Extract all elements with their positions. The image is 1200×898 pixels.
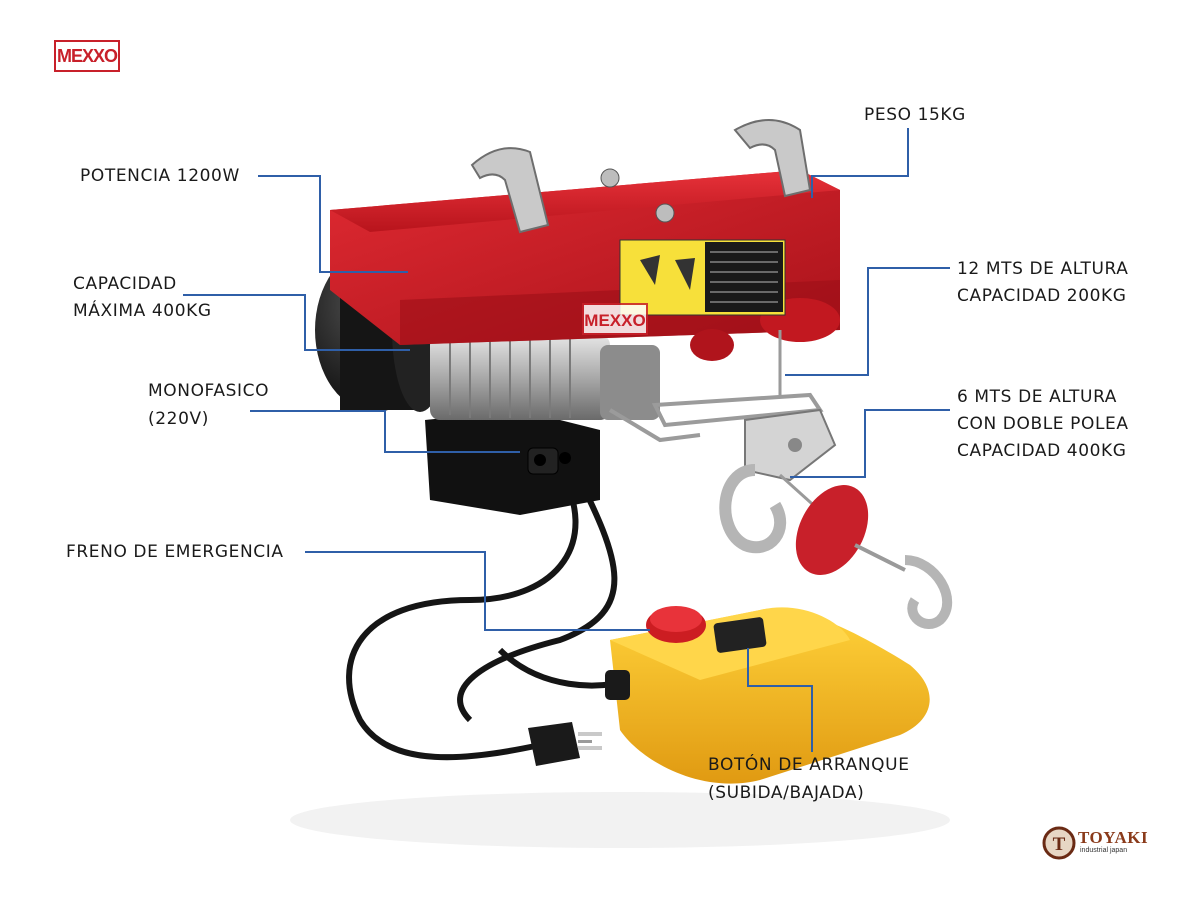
toyaki-logo: T TOYAKI industrial japan — [1042, 826, 1152, 860]
leader-freno — [305, 551, 650, 631]
power-cord — [346, 468, 631, 766]
watermark-logo-text: MEXXO — [584, 311, 645, 330]
watermark-logo — [582, 303, 648, 335]
label-altura12-line2: CAPACIDAD 200KG — [957, 286, 1127, 306]
main-hook — [719, 464, 787, 554]
leader-altura6 — [790, 409, 950, 478]
secondary-hook — [904, 555, 953, 629]
label-monofasico-line1: MONOFASICO — [148, 381, 270, 401]
leader-potencia — [258, 175, 408, 273]
motor — [430, 335, 660, 420]
leader-capacidad — [183, 294, 410, 351]
label-boton-line1: BOTÓN DE ARRANQUE — [708, 755, 910, 775]
leader-lines — [183, 128, 950, 752]
label-altura6-line1: 6 MTS DE ALTURA — [957, 387, 1118, 407]
label-altura6-line3: CAPACIDAD 400KG — [957, 441, 1127, 461]
mounting-brackets — [470, 119, 812, 234]
leader-peso — [811, 128, 909, 198]
up-down-switch — [713, 617, 767, 653]
leader-boton — [747, 648, 813, 752]
mexxo-logo-text: MEXXO — [56, 45, 118, 66]
label-potencia: POTENCIA 1200W — [80, 166, 240, 186]
label-monofasico-line2: (220V) — [148, 409, 209, 429]
label-altura12-line1: 12 MTS DE ALTURA — [957, 259, 1129, 279]
toyaki-name: TOYAKI — [1078, 828, 1149, 847]
label-freno: FRENO DE EMERGENCIA — [66, 542, 284, 562]
label-boton-line2: (SUBIDA/BAJADA) — [708, 783, 865, 803]
toyaki-emblem-icon: T — [1042, 826, 1076, 860]
warning-label — [619, 239, 786, 316]
toyaki-emblem-letter: T — [1053, 834, 1066, 855]
pulley-block — [744, 408, 837, 482]
leader-monofasico — [250, 410, 520, 453]
label-altura6-line2: CON DOBLE POLEA — [957, 414, 1129, 434]
red-weight-ball — [795, 485, 869, 575]
leader-altura12 — [785, 267, 950, 376]
plug — [528, 722, 602, 766]
pendant-controller — [605, 606, 930, 784]
label-peso: PESO 15KG — [864, 105, 966, 125]
toyaki-tagline: industrial japan — [1080, 847, 1128, 854]
ground-shadow — [290, 792, 950, 848]
mexxo-logo: MEXXO — [54, 40, 120, 72]
label-capacidad-line1: CAPACIDAD — [73, 274, 177, 294]
label-capacidad-line2: MÁXIMA 400KG — [73, 301, 212, 321]
